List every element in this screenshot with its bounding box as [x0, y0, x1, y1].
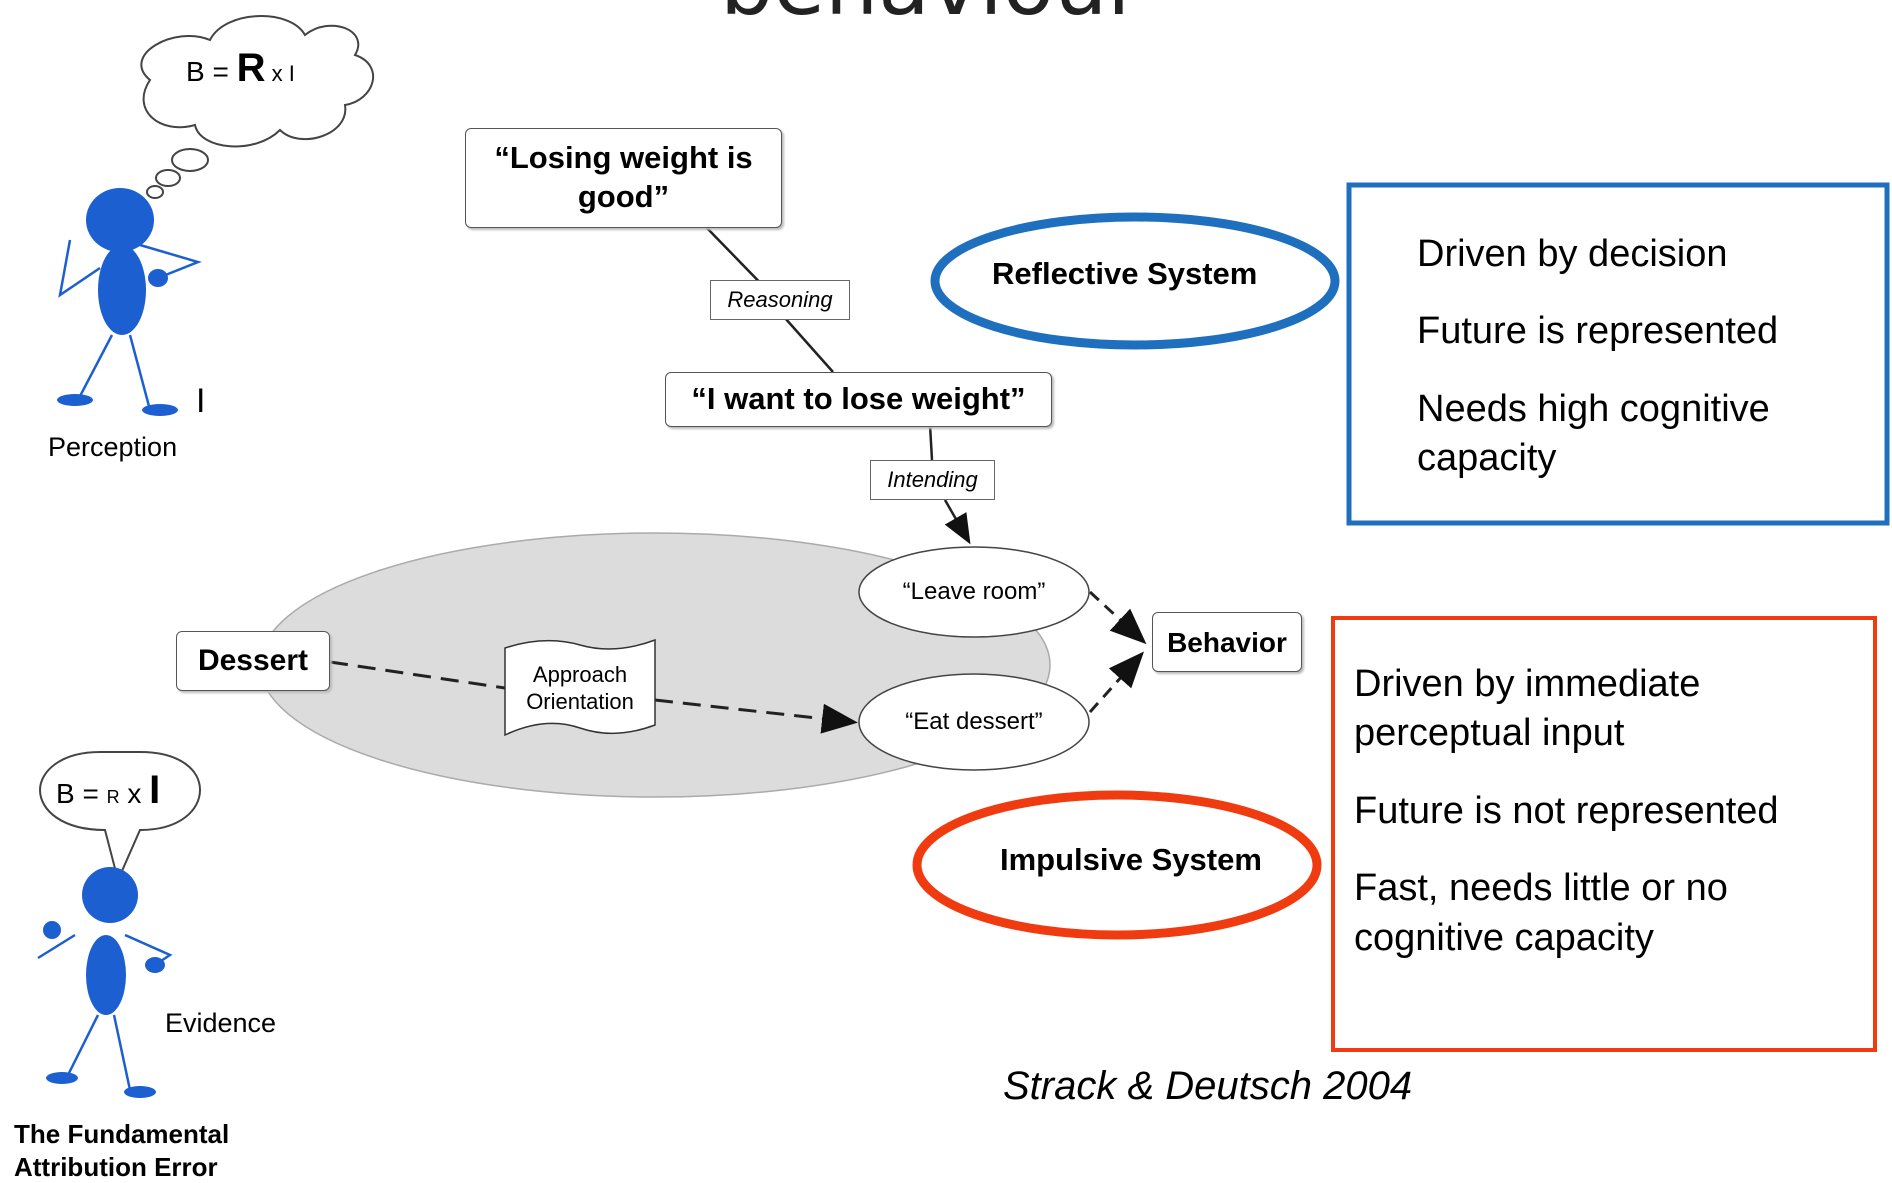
formula-i-big: I — [149, 768, 160, 812]
formula-prefix: B = — [56, 778, 107, 809]
formula-prefix: B = — [186, 56, 237, 87]
approach-line-2: Orientation — [526, 688, 634, 716]
reflective-point-3: Needs high cognitive capacity — [1417, 385, 1817, 484]
impulsive-points: Driven by immediate perceptual input Fut… — [1354, 660, 1854, 963]
approach-line-1: Approach — [533, 661, 627, 689]
intention-node: “I want to lose weight” — [665, 372, 1052, 427]
leave-room-label: “Leave room” — [859, 567, 1089, 617]
caption-line-2: Attribution Error — [14, 1151, 229, 1183]
intending-to-leave-room-arrow — [945, 500, 968, 540]
citation: Strack & Deutsch 2004 — [1003, 1064, 1412, 1109]
observer-figure-bottom — [38, 867, 170, 1098]
impulsive-point-2: Future is not represented — [1354, 787, 1854, 836]
caption-line-1: The Fundamental — [14, 1118, 229, 1151]
impulsive-system-label: Impulsive System — [1000, 842, 1262, 878]
reasoning-to-intention-line — [785, 318, 833, 372]
behavior-node: Behavior — [1152, 612, 1302, 672]
observer-figure-top — [57, 188, 198, 416]
dessert-node: Dessert — [176, 631, 330, 691]
formula-mid: x — [120, 778, 150, 809]
belief-node: “Losing weight is good” — [465, 128, 782, 228]
approach-orientation-label: Approach Orientation — [505, 652, 655, 724]
reasoning-label: Reasoning — [710, 280, 850, 320]
fundamental-attribution-caption: The Fundamental Attribution Error — [14, 1118, 229, 1183]
reflective-system-label: Reflective System — [992, 256, 1257, 292]
cursor-mark: I — [196, 382, 205, 421]
evidence-label: Evidence — [165, 1008, 276, 1039]
intending-label: Intending — [870, 460, 995, 500]
belief-line-2: good” — [494, 178, 752, 217]
thought-formula: B = R x I — [186, 46, 295, 91]
formula-r-small: R — [107, 787, 120, 807]
belief-line-1: “Losing weight is — [494, 139, 752, 178]
formula-r-big: R — [237, 46, 266, 90]
impulsive-point-3: Fast, needs little or no cognitive capac… — [1354, 864, 1824, 963]
formula-suffix: x I — [265, 61, 294, 86]
leave-room-to-behavior-arrow — [1090, 592, 1142, 640]
eat-dessert-to-behavior-arrow — [1090, 656, 1140, 712]
perception-label: Perception — [48, 432, 177, 463]
intention-to-intending-line — [930, 425, 932, 460]
reflective-point-2: Future is represented — [1417, 307, 1857, 356]
impulsive-point-1: Driven by immediate perceptual input — [1354, 660, 1784, 759]
reflective-points: Driven by decision Future is represented… — [1417, 230, 1857, 484]
speech-formula: B = R x I — [56, 768, 160, 813]
eat-dessert-label: “Eat dessert” — [859, 697, 1089, 747]
reflective-point-1: Driven by decision — [1417, 230, 1857, 279]
